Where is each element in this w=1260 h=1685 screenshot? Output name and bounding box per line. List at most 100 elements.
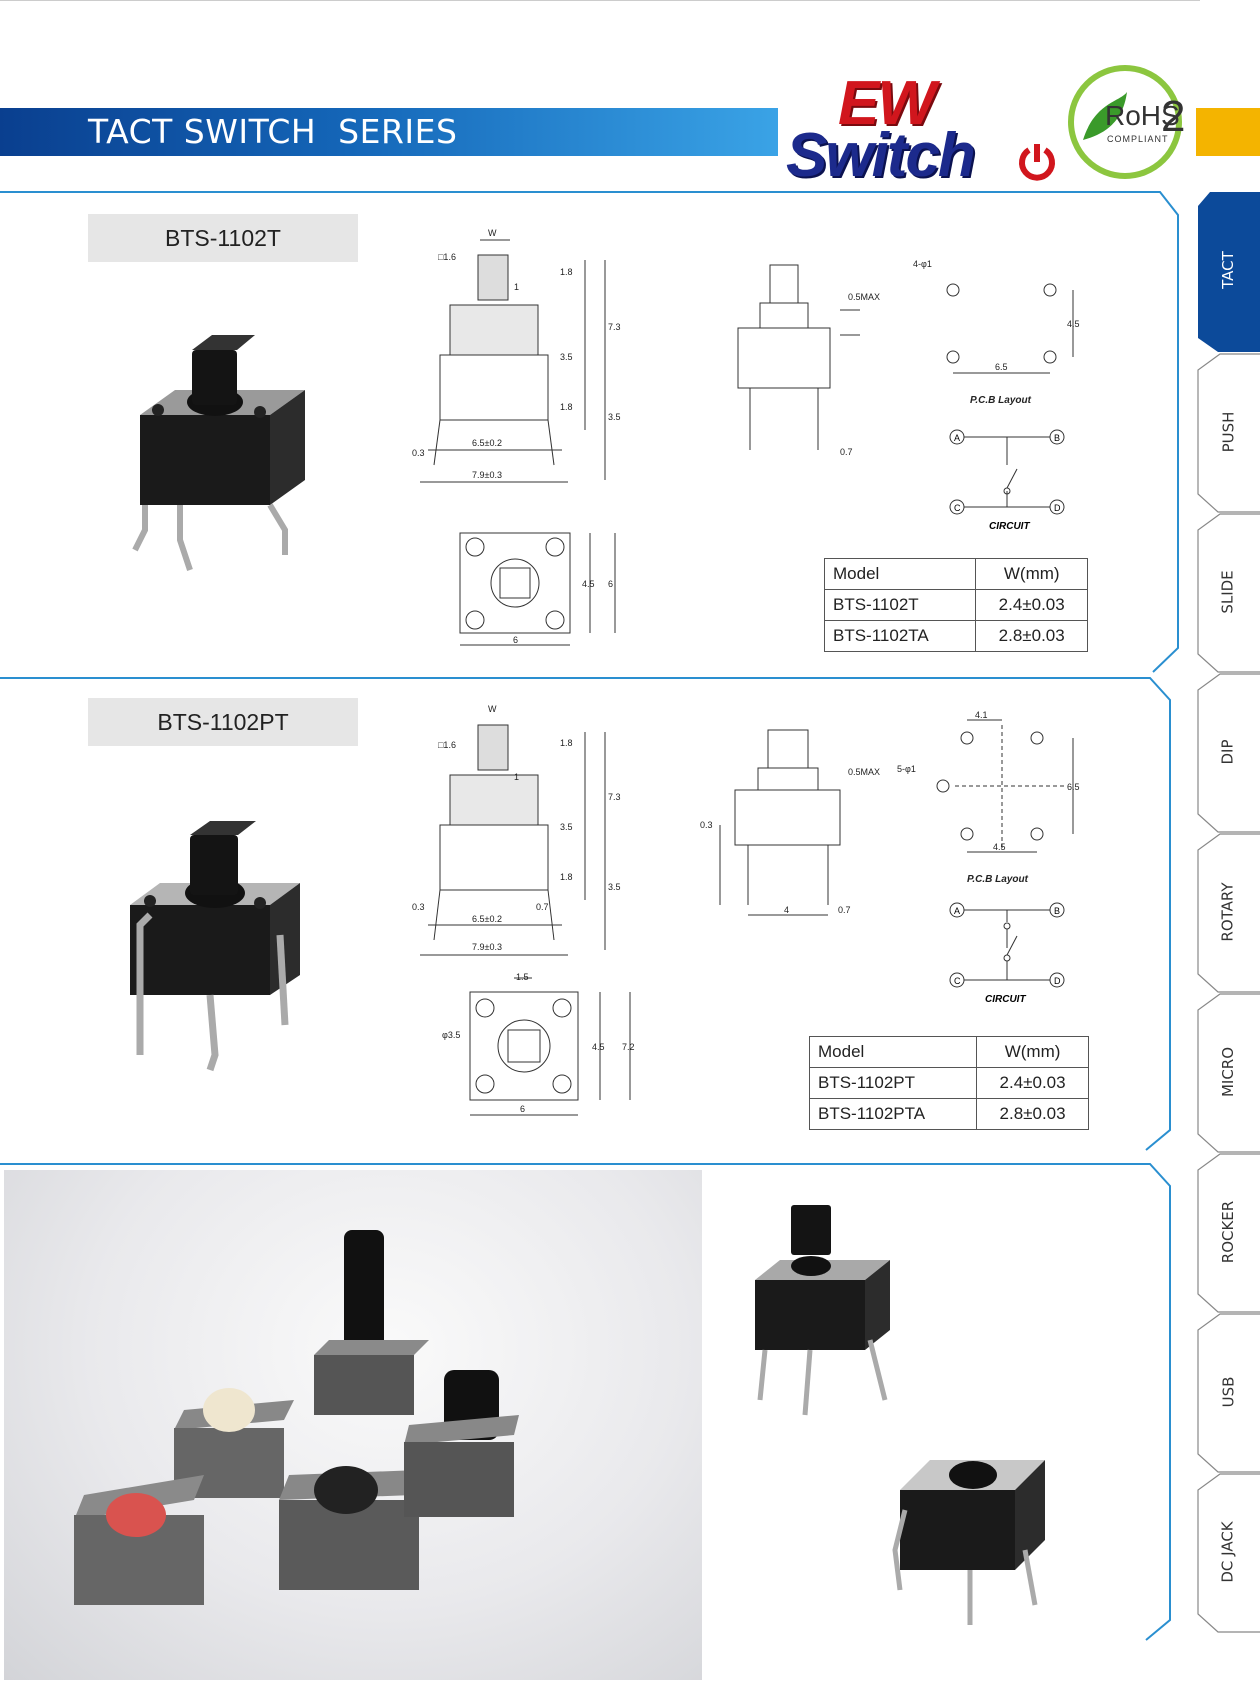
front-drawing-bts-1102pt: 0.5MAX 0.3 4 0.7 — [700, 729, 880, 916]
dim-w: W — [488, 704, 497, 714]
dim-0-7: 0.7 — [536, 902, 549, 912]
dim-6: 6 — [520, 1104, 525, 1114]
spec-table-bts-1102pt: Model W(mm) BTS-1102PT 2.4±0.03 BTS-1102… — [808, 1036, 1089, 1130]
side-drawing-bts-1102pt: W □1.6 1.8 1 7.3 3.5 1.8 3.5 0.3 0.7 6.5… — [412, 704, 621, 956]
table-header-cell: W(mm) — [976, 1036, 1089, 1068]
dim-0-5max: 0.5MAX — [848, 767, 880, 777]
tab-dc-jack[interactable]: DC JACK — [1219, 1521, 1238, 1583]
dim-4-1: 4.1 — [975, 710, 988, 720]
node-c: C — [954, 976, 961, 986]
tab-rocker[interactable]: ROCKER — [1219, 1200, 1238, 1264]
circuit-bts-1102pt: A B C D CIRCUIT — [949, 902, 1065, 1005]
dim-4-phi1: 4-φ1 — [913, 259, 932, 269]
top-drawing-bts-1102t: 4.5 6 6 — [459, 532, 616, 646]
tab-slide[interactable]: SLIDE — [1219, 570, 1237, 614]
table-header-cell: W(mm) — [975, 558, 1088, 590]
side-drawing-bts-1102t: W □1.6 1.8 1 7.3 3.5 1.8 3.5 0.3 6.5±0.2… — [412, 228, 621, 483]
dim-5-phi1: 5-φ1 — [897, 764, 916, 774]
dim-0-3: 0.3 — [412, 902, 425, 912]
switch-group-illustration — [74, 1230, 519, 1605]
table-cell: BTS-1102TA — [823, 620, 977, 652]
node-a: A — [954, 906, 960, 916]
dim-1-8b: 1.8 — [560, 402, 573, 412]
dim-7-9: 7.9±0.3 — [472, 942, 502, 952]
tab-usb[interactable]: USB — [1218, 1376, 1237, 1408]
dim-7-2: 7.2 — [622, 1042, 635, 1052]
rohs-leaf-icon — [1068, 65, 1182, 179]
dim-1-8: 1.8 — [560, 267, 573, 277]
dim-6-5: 6.5±0.2 — [472, 438, 502, 448]
product-photo-bts-1102pt — [130, 821, 300, 1072]
table-cell: 2.8±0.03 — [975, 620, 1088, 652]
node-b: B — [1054, 906, 1060, 916]
table-header-row: Model W(mm) — [823, 558, 1088, 590]
tab-dip[interactable]: DIP — [1219, 739, 1237, 765]
front-drawing-bts-1102t: 0.5MAX 0.7 — [737, 264, 880, 457]
dim-4-5: 4.5 — [592, 1042, 605, 1052]
dim-0-7b: 0.7 — [838, 905, 851, 915]
pcb-layout-label: P.C.B Layout — [967, 874, 1029, 885]
rohs-text: RoHS — [1105, 100, 1180, 131]
dim-0-7: 0.7 — [840, 447, 853, 457]
table-header-cell: Model — [823, 558, 977, 590]
brand-logo-ew: EW — [838, 69, 936, 138]
node-d: D — [1054, 503, 1061, 513]
dim-1-8b: 1.8 — [560, 872, 573, 882]
table-row: BTS-1102T 2.4±0.03 — [823, 589, 1088, 621]
circuit-bts-1102t: A B C D CIRCUIT — [949, 429, 1065, 532]
table-row: BTS-1102TA 2.8±0.03 — [823, 620, 1088, 652]
dim-sq: □1.6 — [438, 252, 456, 262]
dim-4: 4 — [784, 905, 789, 915]
node-d: D — [1054, 976, 1061, 986]
product-photo-tact-black — [755, 1205, 890, 1416]
dim-0-3: 0.3 — [412, 448, 425, 458]
dim-6-5b: 6.5 — [995, 362, 1008, 372]
tab-tact[interactable]: TACT — [1218, 251, 1237, 289]
dim-1: 1 — [514, 772, 519, 782]
product-photo-tact-flat — [892, 1460, 1045, 1625]
power-icon — [1019, 144, 1055, 181]
dim-phi-3-5: φ3.5 — [442, 1030, 460, 1040]
dim-6: 6 — [608, 579, 613, 589]
dim-sq: □1.6 — [438, 740, 456, 750]
table-row: BTS-1102PT 2.4±0.03 — [808, 1067, 1089, 1099]
tab-rotary[interactable]: ROTARY — [1219, 882, 1237, 942]
product-group-photo — [4, 1170, 702, 1680]
node-a: A — [954, 433, 960, 443]
dim-6-5: 6.5±0.2 — [472, 914, 502, 924]
dim-3-5b: 3.5 — [608, 412, 621, 422]
rohs-badge: RoHS 2 COMPLIANT — [1065, 62, 1185, 182]
pcb-layout-bts-1102t: 4-φ1 4.5 6.5 P.C.B Layout — [913, 259, 1080, 406]
model-label-bts-1102pt: BTS-1102PT — [88, 698, 358, 746]
dim-3-5b: 3.5 — [608, 882, 621, 892]
dim-1-8: 1.8 — [560, 738, 573, 748]
tab-micro[interactable]: MICRO — [1219, 1046, 1238, 1098]
dim-0-3b: 0.3 — [700, 820, 713, 830]
table-cell: BTS-1102PTA — [808, 1098, 978, 1130]
model-label-bts-1102t: BTS-1102T — [88, 214, 358, 262]
table-cell: BTS-1102PT — [808, 1067, 978, 1099]
dim-7-3: 7.3 — [608, 322, 621, 332]
table-cell: 2.8±0.03 — [976, 1098, 1089, 1130]
dim-4-5: 4.5 — [582, 579, 595, 589]
dim-7-3: 7.3 — [608, 792, 621, 802]
rohs-sub: COMPLIANT — [1107, 134, 1169, 144]
spec-table-bts-1102t: Model W(mm) BTS-1102T 2.4±0.03 BTS-1102T… — [823, 558, 1088, 652]
table-cell: BTS-1102T — [823, 589, 977, 621]
table-header-cell: Model — [808, 1036, 978, 1068]
pcb-layout-bts-1102pt: 4.1 5-φ1 6.5 4.5 P.C.B Layout — [897, 710, 1080, 885]
rohs-number: 2 — [1161, 92, 1186, 141]
dim-w: W — [488, 228, 497, 238]
dim-6b: 6 — [513, 635, 518, 645]
node-b: B — [1054, 433, 1060, 443]
dim-1-5: 1.5 — [516, 972, 529, 982]
product-photo-bts-1102t — [132, 335, 305, 571]
dim-0-5max: 0.5MAX — [848, 292, 880, 302]
dim-6-5b: 6.5 — [1067, 782, 1080, 792]
header-bar — [0, 108, 778, 156]
page-title: TACT SWITCH SERIES — [88, 112, 458, 151]
tab-push[interactable]: PUSH — [1219, 411, 1238, 453]
side-tab-shapes — [1197, 192, 1260, 1633]
header-accent — [1196, 108, 1260, 156]
